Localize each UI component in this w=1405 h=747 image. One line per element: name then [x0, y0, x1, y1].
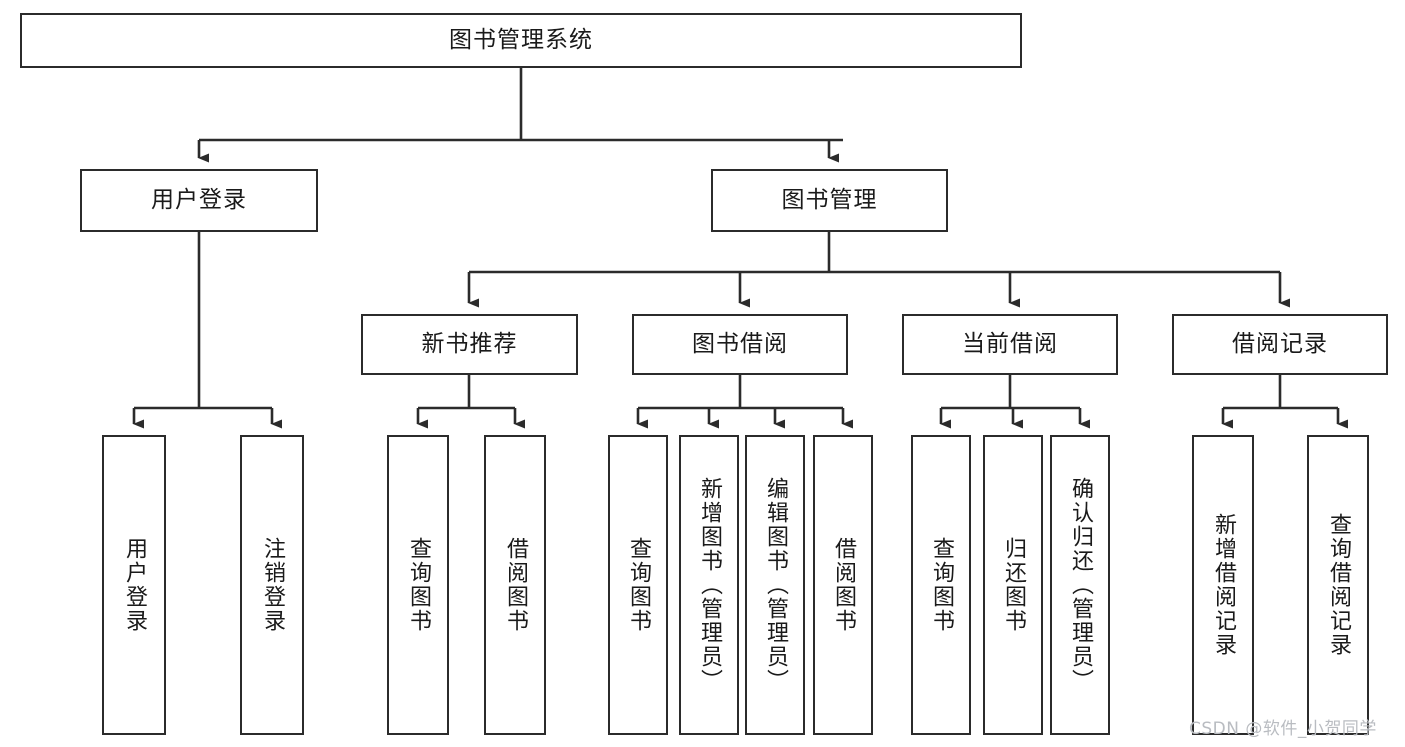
edges-borrowrecord-to-leaves — [1221, 375, 1348, 429]
node-label: 确认归还（管理员） — [1067, 477, 1093, 693]
node-label: 借阅记录 — [1232, 330, 1328, 357]
edges-newbook-to-leaves — [416, 375, 525, 429]
node-current-borrow[interactable]: 当前借阅 — [902, 314, 1118, 375]
node-leaf-confirm-return-admin[interactable]: 确认归还（管理员） — [1050, 435, 1110, 735]
node-label: 当前借阅 — [962, 330, 1058, 357]
node-book-management[interactable]: 图书管理 — [711, 169, 948, 232]
node-label: 新书推荐 — [421, 330, 518, 357]
node-label: 借阅图书 — [830, 537, 856, 633]
node-leaf-borrow-book-2[interactable]: 借阅图书 — [813, 435, 873, 735]
node-label: 图书管理系统 — [449, 26, 593, 53]
node-label: 注销登录 — [259, 537, 285, 633]
node-borrow-record[interactable]: 借阅记录 — [1172, 314, 1388, 375]
edges-root-to-level2 — [197, 68, 843, 163]
node-leaf-add-borrow-record[interactable]: 新增借阅记录 — [1192, 435, 1254, 735]
node-label: 图书管理 — [781, 186, 878, 213]
node-leaf-query-book-2[interactable]: 查询图书 — [608, 435, 668, 735]
node-book-borrow[interactable]: 图书借阅 — [632, 314, 848, 375]
node-leaf-borrow-book-1[interactable]: 借阅图书 — [484, 435, 546, 735]
node-root-book-management-system[interactable]: 图书管理系统 — [20, 13, 1022, 68]
node-leaf-return-book[interactable]: 归还图书 — [983, 435, 1043, 735]
node-label: 查询图书 — [928, 537, 954, 633]
node-leaf-logout[interactable]: 注销登录 — [240, 435, 304, 735]
edges-bookborrow-to-leaves — [636, 375, 853, 429]
node-leaf-query-book-3[interactable]: 查询图书 — [911, 435, 971, 735]
node-label: 新增图书（管理员） — [696, 477, 722, 693]
node-leaf-add-book-admin[interactable]: 新增图书（管理员） — [679, 435, 739, 735]
node-label: 编辑图书（管理员） — [762, 477, 788, 693]
node-label: 查询图书 — [625, 537, 651, 633]
node-label: 查询借阅记录 — [1325, 513, 1351, 657]
node-leaf-query-borrow-record[interactable]: 查询借阅记录 — [1307, 435, 1369, 735]
node-label: 归还图书 — [1000, 537, 1026, 633]
node-user-login[interactable]: 用户登录 — [80, 169, 318, 232]
node-label: 用户登录 — [151, 186, 247, 213]
edges-level2-to-level3 — [467, 232, 1290, 308]
node-leaf-edit-book-admin[interactable]: 编辑图书（管理员） — [745, 435, 805, 735]
edges-currentborrow-to-leaves — [939, 375, 1090, 429]
edges-userlogin-to-leaves — [132, 232, 282, 429]
node-leaf-query-book-1[interactable]: 查询图书 — [387, 435, 449, 735]
node-label: 借阅图书 — [502, 537, 528, 633]
node-leaf-user-login[interactable]: 用户登录 — [102, 435, 166, 735]
node-label: 查询图书 — [405, 537, 431, 633]
node-label: 用户登录 — [121, 537, 147, 633]
node-label: 新增借阅记录 — [1210, 513, 1236, 657]
node-label: 图书借阅 — [692, 330, 788, 357]
node-new-book-recommend[interactable]: 新书推荐 — [361, 314, 578, 375]
